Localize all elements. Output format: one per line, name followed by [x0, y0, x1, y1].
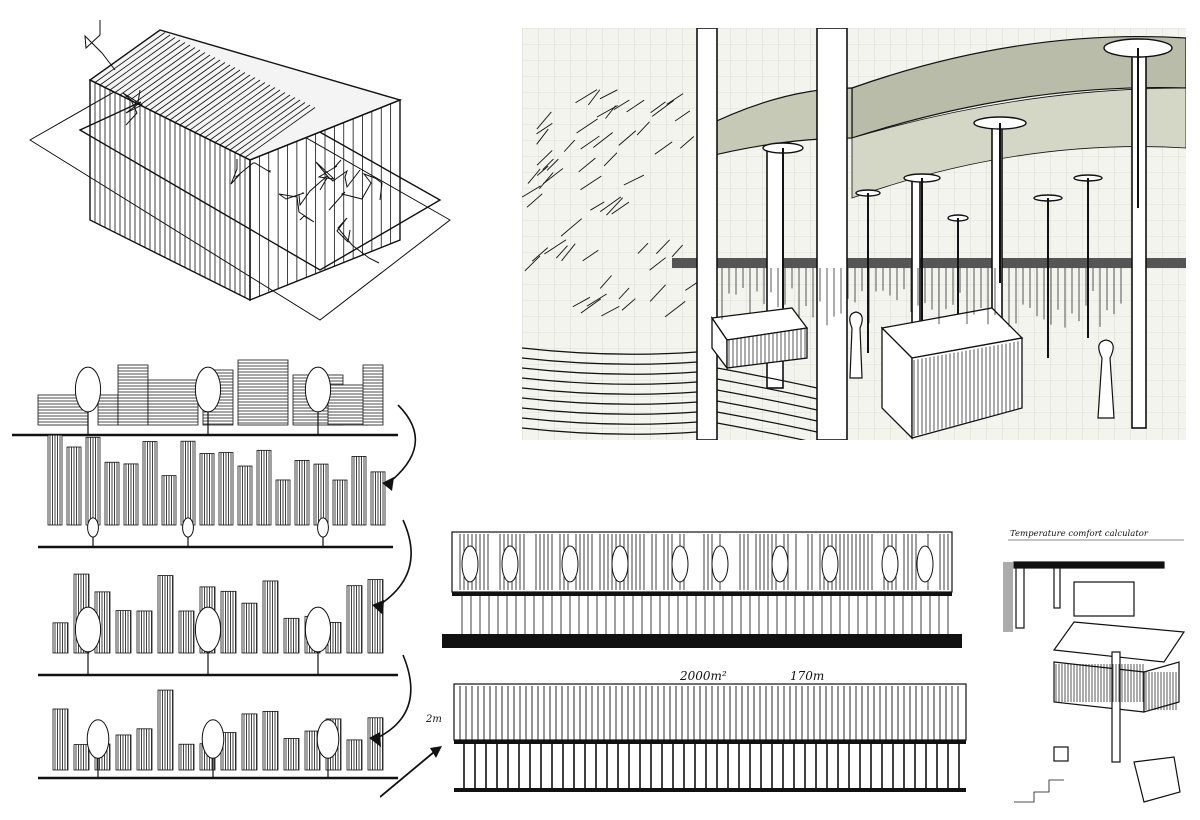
axonometric-drawing — [29, 20, 451, 321]
section-studies — [8, 335, 428, 813]
comfort-study-drawing: Temperature comfort calculator — [1003, 529, 1186, 803]
height-label: 2m — [425, 714, 442, 725]
elevation-svg: 2000m² 170m 2m — [380, 531, 967, 798]
section-drawings — [12, 359, 417, 780]
elevation-drawings: 2000m² 170m 2m — [380, 512, 980, 812]
perspective-drawing — [522, 28, 1186, 440]
axonometric-sketch — [20, 20, 460, 330]
comfort-study: Temperature comfort calculator — [994, 512, 1194, 812]
area-label: 2000m² — [679, 669, 727, 683]
length-label: 170m — [790, 669, 824, 683]
study-title: Temperature comfort calculator — [1010, 529, 1149, 539]
interior-perspective — [522, 28, 1186, 440]
